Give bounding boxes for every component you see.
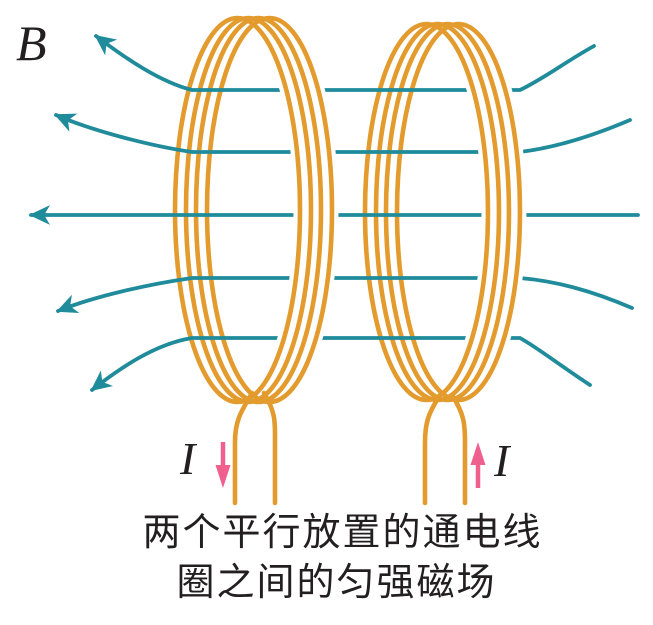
field-line [90, 336, 592, 392]
left-coil-lead-right [261, 390, 278, 506]
current-down-arrow-icon [215, 442, 231, 488]
coil-turn-front [286, 60, 314, 360]
field-line [54, 113, 632, 154]
right-coil-front [463, 65, 523, 359]
right-coil-lead-right [449, 392, 468, 506]
coil-turn-front [463, 65, 491, 359]
caption-line-1: 两个平行放置的通电线 [142, 512, 543, 554]
current-arrows [215, 442, 486, 488]
coil-turn-front [484, 65, 512, 359]
field-line [94, 34, 596, 92]
coil-turn-front [275, 60, 303, 360]
coil-turn-front [296, 60, 324, 360]
current-label-right: I [494, 435, 510, 486]
right-coil-lead-left [422, 392, 443, 506]
field-label: B [16, 15, 47, 71]
left-coil-front [275, 60, 335, 360]
coil-leads [232, 390, 468, 506]
current-label-left: I [180, 433, 196, 484]
field-line [56, 276, 634, 314]
current-up-arrow-icon [470, 442, 486, 488]
left-coil-lead-left [232, 390, 255, 506]
coil-turn-front [495, 65, 523, 359]
coil-turn-front [474, 65, 502, 359]
coil-turn-front [307, 60, 335, 360]
caption-line-2: 圈之间的匀强磁场 [176, 562, 497, 604]
